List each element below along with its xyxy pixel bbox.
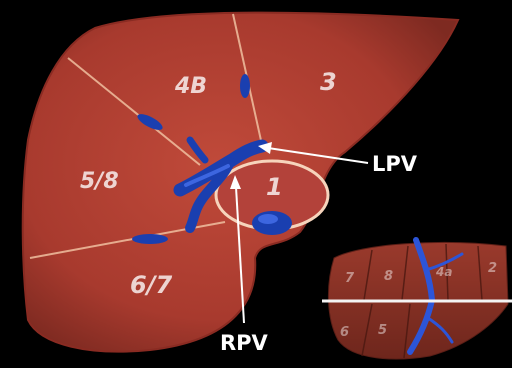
inset-segment-label: 2: [488, 261, 497, 276]
rpv-label: RPV: [220, 331, 269, 355]
inset-segment-label: 7: [345, 271, 355, 286]
segment-label-3: 3: [320, 68, 337, 96]
segment-label-4b: 4B: [174, 74, 207, 99]
inset-segment-label: 8: [384, 269, 393, 284]
inset-segment-label: 4a: [435, 265, 452, 279]
segment-label-5-8: 5/8: [80, 169, 119, 194]
segment-label-1: 1: [266, 173, 283, 201]
segment-label-6-7: 6/7: [130, 271, 172, 299]
inset-liver-thumbnail: 7 8 4a 2 6 5: [322, 232, 512, 368]
inset-segment-label: 6: [340, 325, 349, 340]
lpv-label: LPV: [372, 152, 418, 176]
inset-segment-label: 5: [378, 323, 387, 338]
